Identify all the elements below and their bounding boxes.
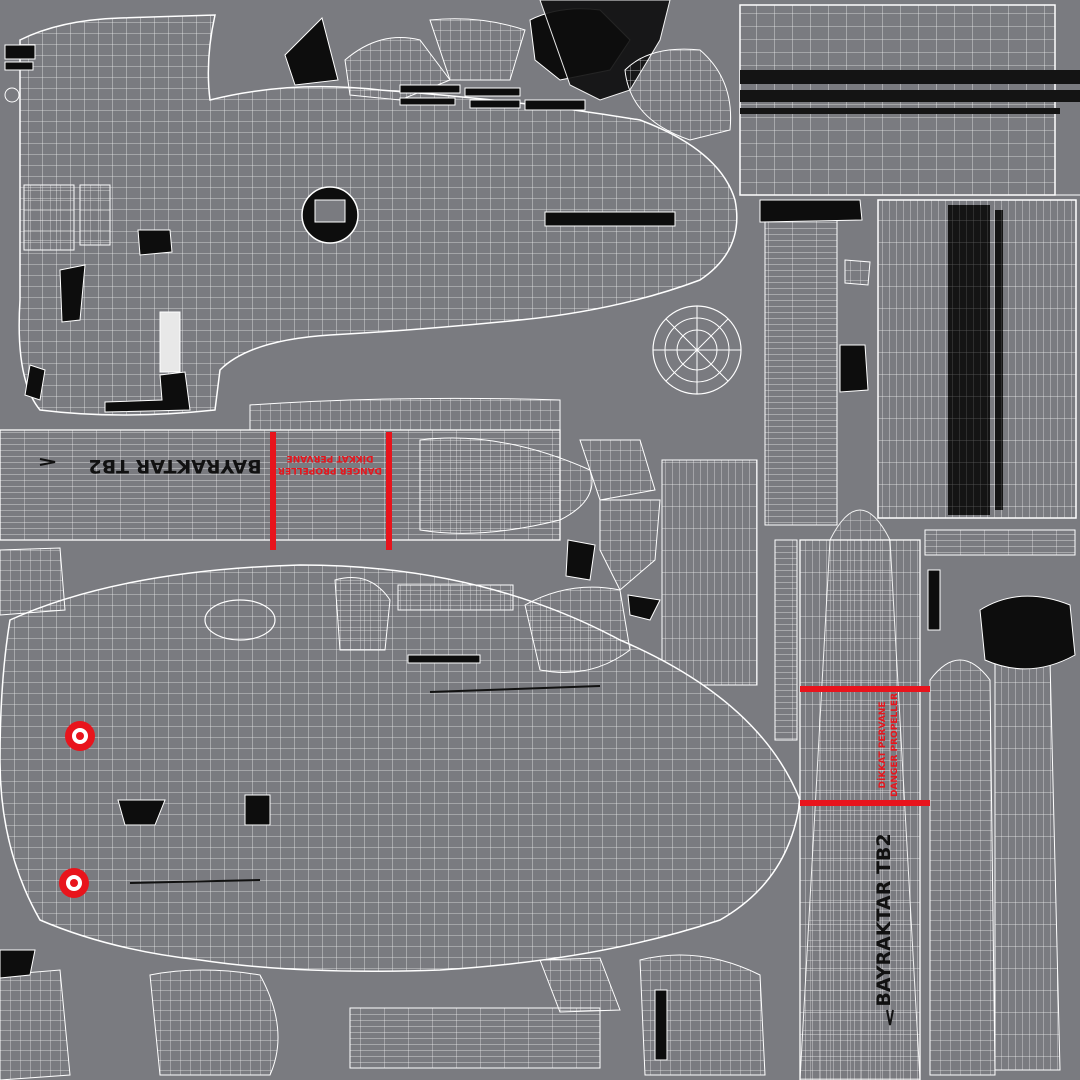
propeller-warning-right: DİKKAT PERVANE DANGER PROPELLER [800, 686, 930, 806]
warning-right-line2: DANGER PROPELLER [890, 693, 900, 797]
warning-right-line1: DİKKAT PERVANE [877, 702, 888, 789]
name-top-text: BAYRAKTAR TB2 [88, 455, 261, 477]
tail-boom-panel-right [877, 199, 1077, 519]
target-marker-upper [65, 721, 95, 751]
right-wing-strip [774, 509, 1076, 1080]
upper-fuselage-shell [18, 14, 738, 416]
aircraft-name-right: BAYRAKTAR TB2 [873, 833, 895, 1026]
aircraft-name-top: BAYRAKTAR TB2 [39, 455, 262, 477]
name-right-text: BAYRAKTAR TB2 [873, 833, 895, 1006]
wing-strip [0, 397, 758, 686]
target-marker-lower [59, 868, 89, 898]
tail-boom-panel-top [739, 4, 1080, 196]
warning-top-line2: DANGER PROPELLER [278, 465, 382, 475]
top-small-parts [4, 0, 732, 141]
boom-strip-panels [652, 199, 871, 526]
propeller-warning-top: DİKKAT PERVANE DANGER PROPELLER [270, 432, 392, 550]
warning-top-line1: DİKKAT PERVANE [287, 453, 374, 464]
mid-small-parts [0, 539, 766, 1080]
